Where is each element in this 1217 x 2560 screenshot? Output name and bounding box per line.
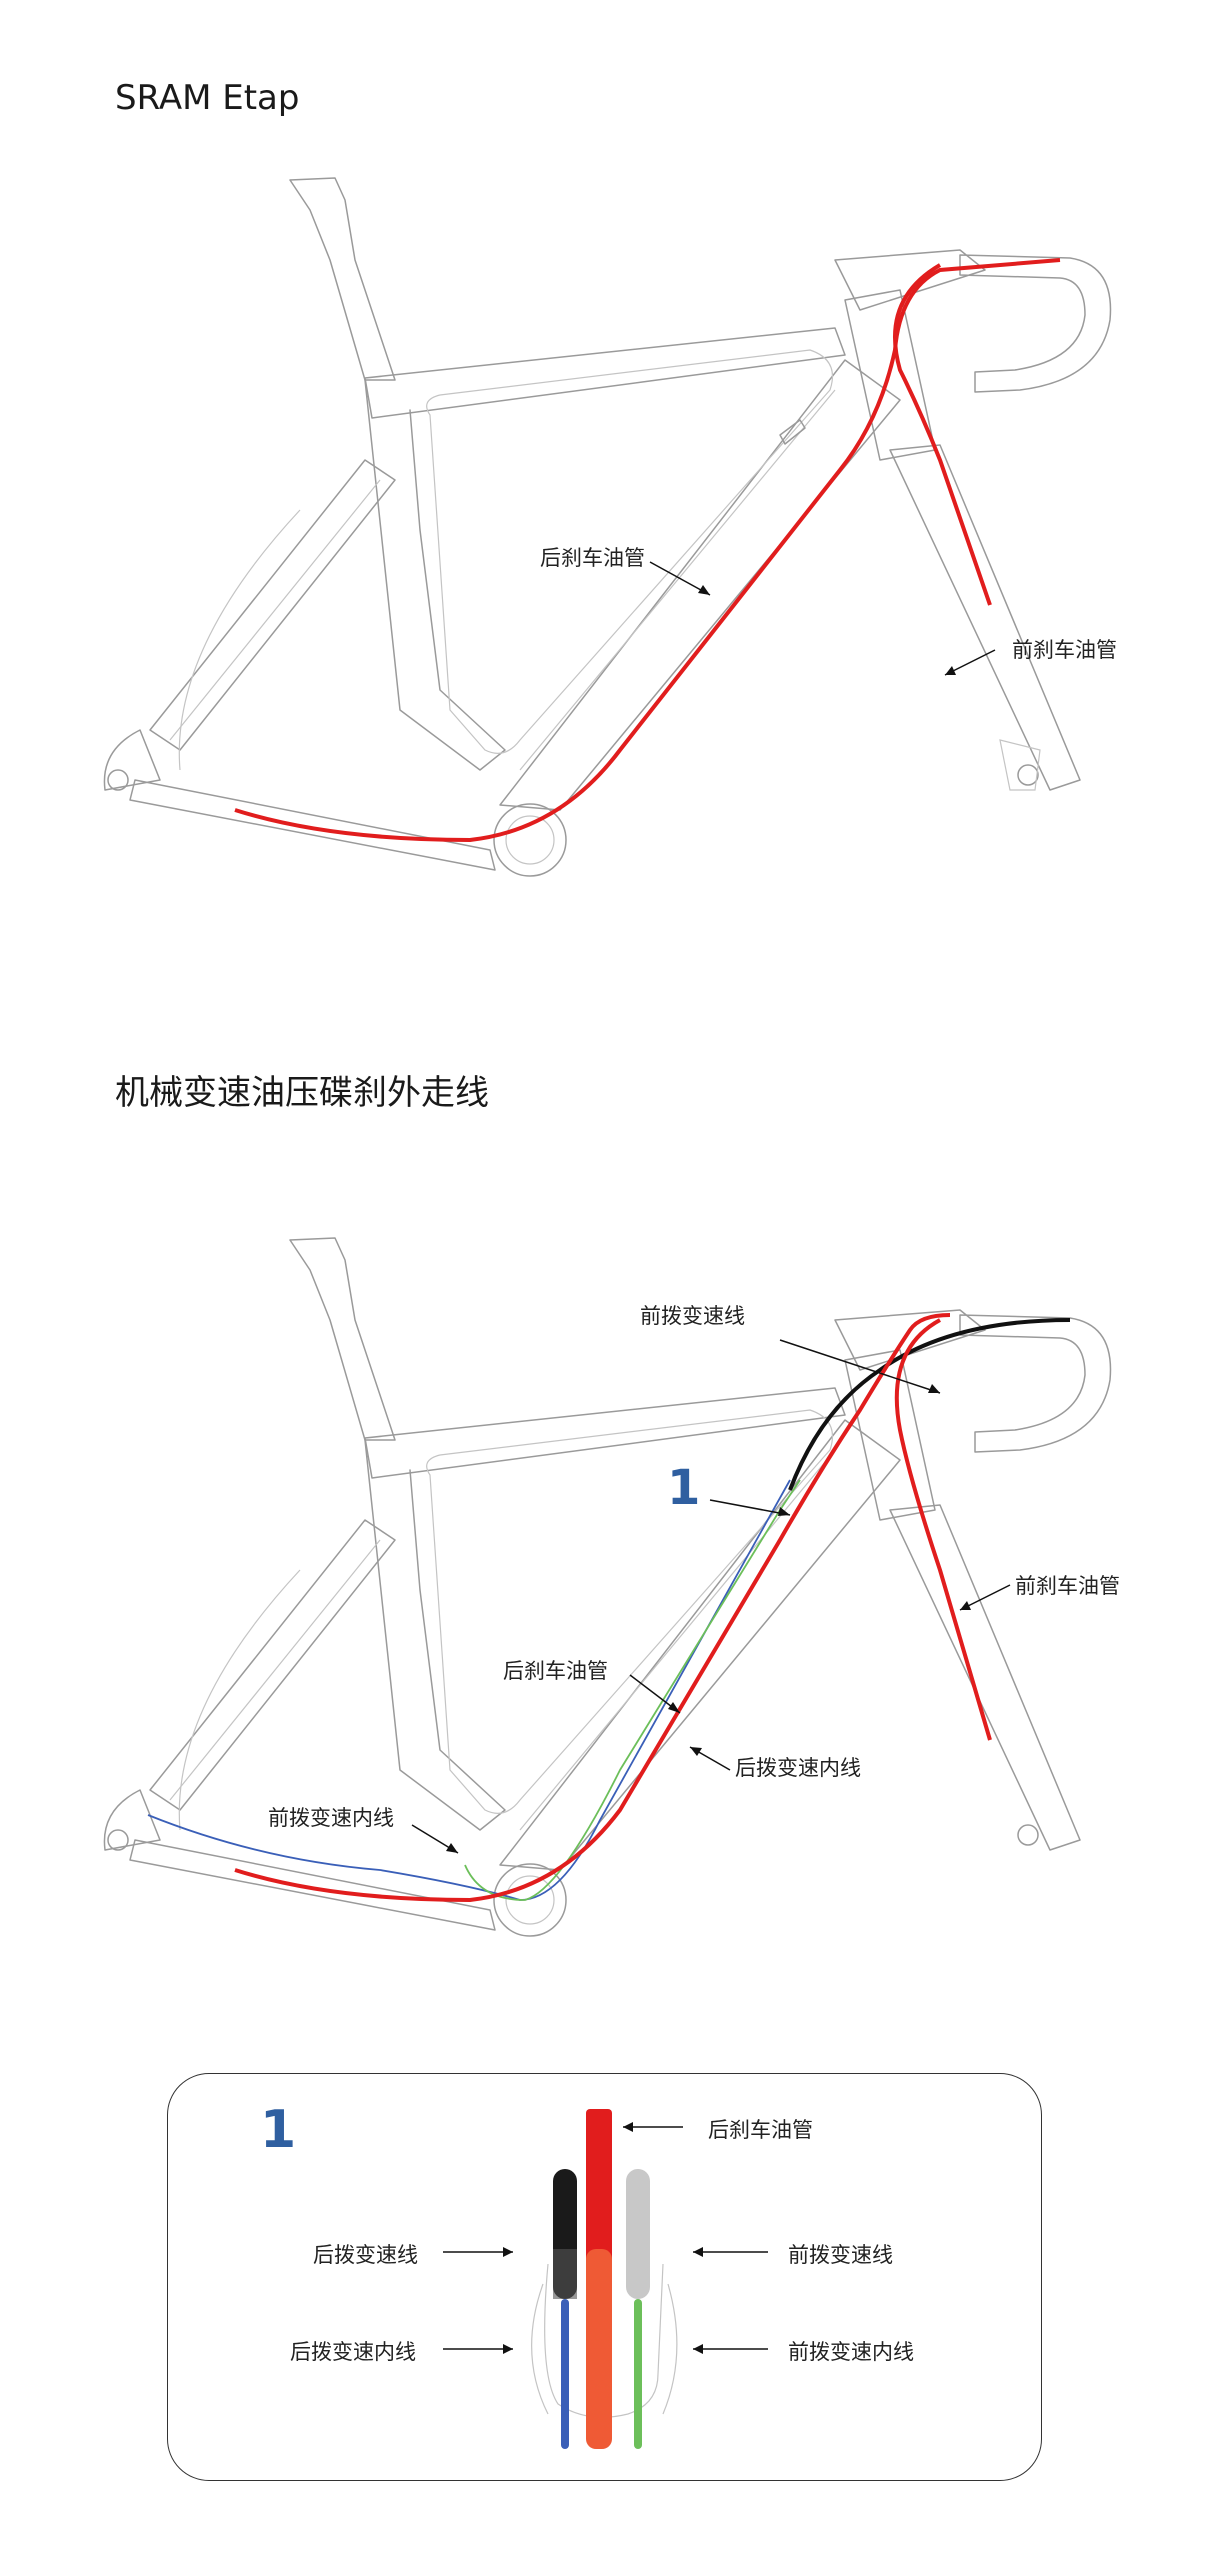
- down-tube: [499, 359, 901, 811]
- mech-front-derailleur-cable-label: 前拨变速线: [640, 1304, 745, 1328]
- mechanical-frame-drawing: [103, 1237, 1112, 1937]
- chain-stay: [129, 779, 496, 871]
- section-title-mechanical: 机械变速油压碟刹外走线: [115, 1073, 489, 1113]
- front-derailleur-inner-wire: [634, 2299, 642, 2449]
- rear-dropout: [107, 769, 129, 791]
- rear-brake-hose-line: [234, 258, 1061, 843]
- mechanical-routing-diagram: 前拨变速线 1 前刹车油管 后刹车油管 后拨变速内线 前拨变速内线: [0, 1210, 1217, 1970]
- top-tube: [364, 327, 846, 419]
- sram-frame-drawing: [103, 177, 1112, 877]
- detail-rear-derailleur-cable-label: 后拨变速线: [313, 2243, 418, 2267]
- detail-number: 1: [260, 2100, 297, 2160]
- detail-rear-brake-hose-label: 后刹车油管: [708, 2118, 813, 2142]
- detail-rear-derailleur-inner-label: 后拨变速内线: [290, 2340, 416, 2364]
- sram-front-brake-hose-label: 前刹车油管: [1012, 638, 1117, 662]
- detail-front-derailleur-cable-label: 前拨变速线: [788, 2243, 893, 2267]
- mech-callout-number: 1: [667, 1460, 701, 1516]
- mech-rear-derailleur-inner-label: 后拨变速内线: [735, 1756, 861, 1780]
- sram-routing-diagram: 后刹车油管 前刹车油管: [0, 150, 1217, 910]
- seatpost: [289, 177, 396, 381]
- front-brake-hose-line: [893, 263, 992, 606]
- cable-bundle-drawing: [443, 2109, 768, 2449]
- front-derailleur-cable-tube: [626, 2169, 650, 2299]
- rear-derailleur-inner-line: [147, 1479, 791, 1901]
- rear-derailleur-cable-line: [788, 1318, 1071, 1491]
- front-derailleur-inner-line: [464, 1479, 801, 1901]
- bottom-bracket: [493, 803, 567, 877]
- rear-derailleur-inner-wire: [561, 2299, 569, 2449]
- sram-rear-brake-hose-label: 后刹车油管: [540, 546, 645, 570]
- detail-front-derailleur-inner-label: 前拨变速内线: [788, 2340, 914, 2364]
- seat-stay: [149, 459, 396, 751]
- handlebar: [959, 254, 1112, 393]
- detail-callout-box: 1 后刹车油管 后拨变速线 前拨变速线 后拨变速内线 前拨变速内线: [167, 2073, 1042, 2481]
- mech-front-derailleur-inner-label: 前拨变速内线: [268, 1806, 394, 1830]
- front-dropout: [1017, 764, 1039, 786]
- section-title-sram: SRAM Etap: [115, 78, 300, 118]
- seat-tube: [364, 379, 506, 771]
- stem: [834, 249, 986, 311]
- mech-rear-brake-hose-label: 后刹车油管: [503, 1659, 608, 1683]
- fork: [889, 444, 1081, 791]
- mech-front-brake-hose-label: 前刹车油管: [1015, 1574, 1120, 1598]
